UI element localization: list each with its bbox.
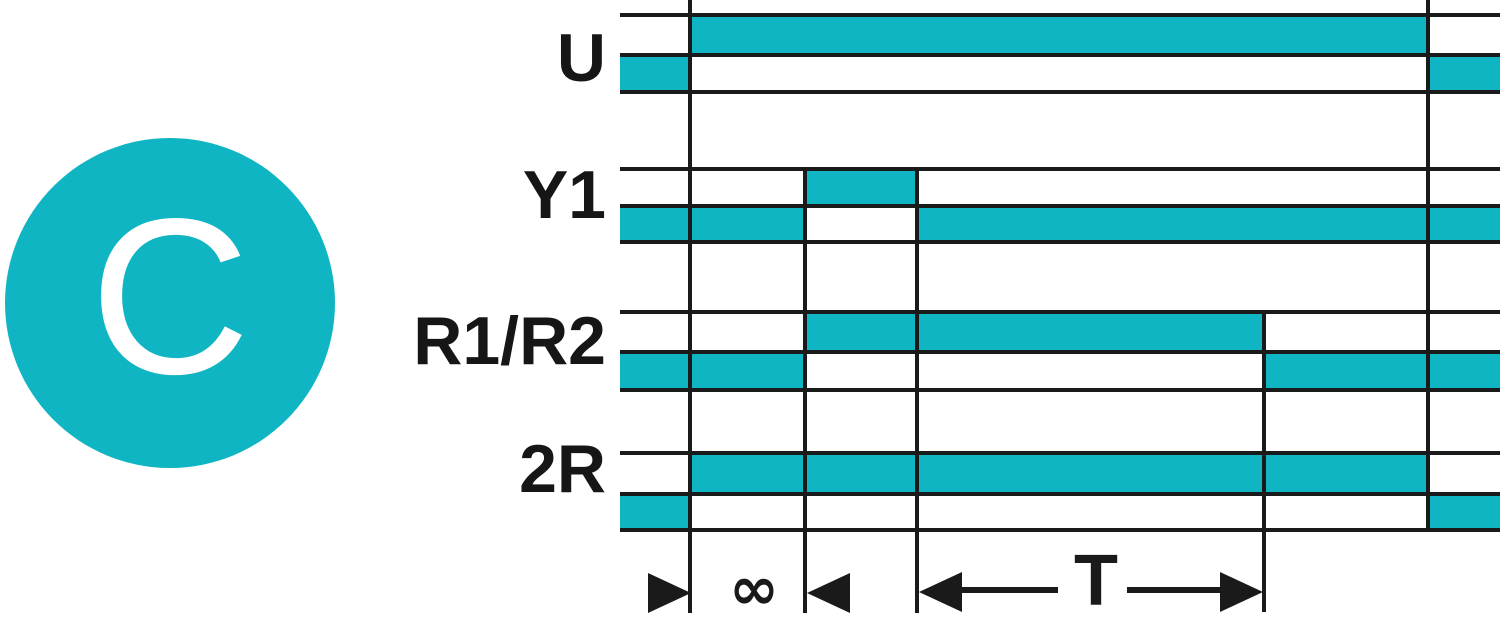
row-mid-rail (620, 350, 1500, 354)
time-span-left-arrow-icon (919, 572, 962, 612)
row-base-rail (620, 240, 1500, 244)
event-line-t4 (1262, 310, 1266, 612)
signal-bar-low (620, 208, 805, 240)
signal-bar-low (620, 496, 690, 528)
signal-bar-low (1264, 354, 1500, 388)
interval-end-arrow-icon (807, 573, 850, 613)
row-mid-rail (620, 492, 1500, 496)
signal-bar-high (690, 455, 1428, 492)
row-top-rail (620, 451, 1500, 455)
row-top-rail (620, 13, 1500, 17)
interval-start-arrow-icon (648, 573, 691, 613)
row-top-rail (620, 310, 1500, 314)
signal-bar-high (805, 171, 917, 204)
signal-label: U (556, 20, 606, 96)
time-span-label: T (1074, 541, 1118, 621)
event-line-t2 (803, 167, 807, 613)
signal-bar-low (917, 208, 1500, 240)
event-line-t3 (915, 167, 919, 613)
signal-bar-low (1428, 57, 1500, 90)
function-badge: C (5, 138, 335, 468)
signal-bar-low (620, 57, 690, 90)
row-base-rail (620, 528, 1500, 532)
event-line-t1 (688, 0, 692, 613)
function-badge-letter: C (89, 173, 251, 421)
time-span-right-arrow-icon (1220, 572, 1263, 612)
signal-bar-low (620, 354, 805, 388)
signal-bar-low (1428, 496, 1500, 528)
row-base-rail (620, 90, 1500, 94)
row-mid-rail (620, 53, 1500, 57)
signal-label: Y1 (522, 157, 606, 233)
time-span-left-shaft (956, 587, 1058, 593)
signal-label: R1/R2 (413, 303, 606, 379)
row-mid-rail (620, 204, 1500, 208)
row-base-rail (620, 388, 1500, 392)
event-line-t5 (1426, 0, 1430, 532)
signal-label: 2R (519, 431, 606, 507)
signal-bar-high (805, 314, 1264, 350)
infinity-symbol: ∞ (729, 554, 779, 624)
signal-bar-high (690, 17, 1428, 53)
time-span-right-shaft (1127, 587, 1222, 593)
row-top-rail (620, 167, 1500, 171)
